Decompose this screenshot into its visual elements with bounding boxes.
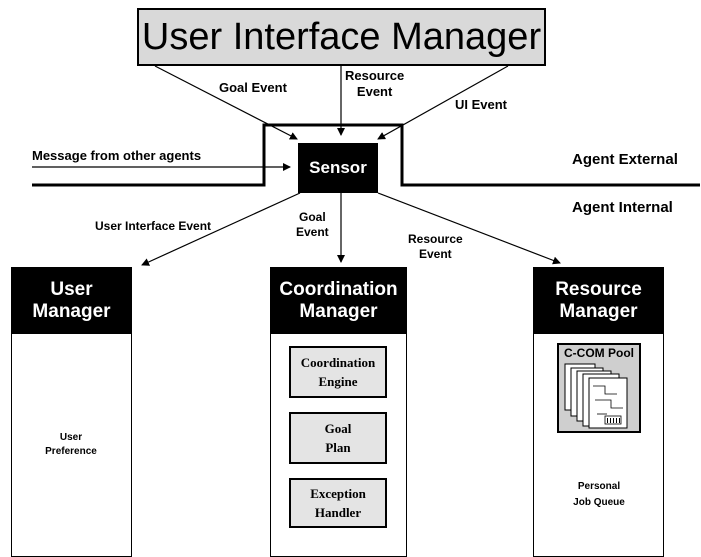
user-interface-manager-title: User Interface Manager bbox=[141, 15, 542, 58]
job-queue-label: Personal Job Queue bbox=[573, 481, 625, 508]
sensor-label: Sensor bbox=[309, 158, 367, 177]
coordination-manager-title: Coordination Manager bbox=[271, 268, 406, 334]
stacked-components-icon bbox=[564, 363, 628, 429]
user-manager-panel: User Manager bbox=[11, 267, 132, 557]
resource-event-internal-label: Resource Event bbox=[408, 232, 463, 261]
agent-boundary-line bbox=[32, 123, 700, 187]
exception-handler-box: Exception Handler bbox=[289, 478, 387, 528]
user-manager-title: User Manager bbox=[12, 268, 131, 334]
goal-event-arrow bbox=[154, 65, 298, 140]
resource-event-label: Resource Event bbox=[345, 68, 405, 100]
message-label: Message from other agents bbox=[32, 148, 202, 163]
agent-external-label: Agent External bbox=[572, 151, 678, 168]
c-com-pool-box: C-COM Pool bbox=[557, 343, 641, 433]
coordination-engine-box: Coordination Engine bbox=[289, 346, 387, 398]
resource-manager-title: Resource Manager bbox=[534, 268, 663, 334]
user-interface-event-arrow bbox=[141, 192, 301, 266]
user-preference-label: User Preference bbox=[45, 432, 97, 457]
sensor-box: Sensor bbox=[298, 143, 378, 193]
ui-event-label: UI Event bbox=[455, 97, 508, 112]
user-interface-manager-box: User Interface Manager bbox=[137, 8, 546, 66]
goal-event-label: Goal Event bbox=[219, 80, 287, 95]
agent-internal-label: Agent Internal bbox=[572, 199, 673, 216]
goal-plan-box: Goal Plan bbox=[289, 412, 387, 464]
c-com-pool-title: C-COM Pool bbox=[564, 346, 634, 360]
user-interface-event-label: User Interface Event bbox=[95, 219, 212, 233]
resource-event-internal-arrow bbox=[377, 192, 561, 265]
goal-event-internal-label: Goal Event bbox=[296, 210, 329, 239]
ui-event-arrow bbox=[377, 65, 509, 140]
